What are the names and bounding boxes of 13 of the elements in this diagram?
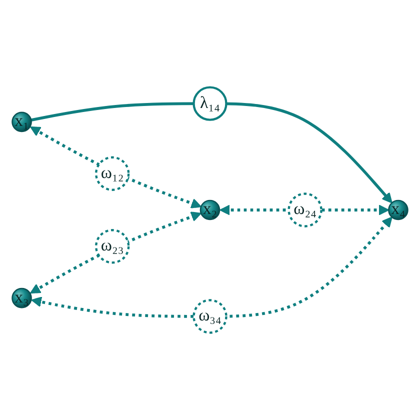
arrow bbox=[30, 212, 202, 294]
node-circle: x₁ bbox=[12, 112, 32, 132]
arrow bbox=[30, 126, 202, 208]
edge-label: ω₃₄ bbox=[198, 307, 222, 326]
edge-label: λ₁₄ bbox=[200, 94, 220, 113]
edge-label: ω₂₃ bbox=[100, 237, 124, 256]
node-circle: x₂ bbox=[200, 200, 220, 220]
node-circle: x₄ bbox=[388, 200, 408, 220]
edge-label: ω₁₂ bbox=[100, 164, 124, 183]
arrow bbox=[31, 216, 392, 318]
arrow bbox=[30, 102, 392, 204]
node-circle: x₃ bbox=[12, 288, 32, 308]
edge-label: ω₂₄ bbox=[294, 200, 316, 220]
